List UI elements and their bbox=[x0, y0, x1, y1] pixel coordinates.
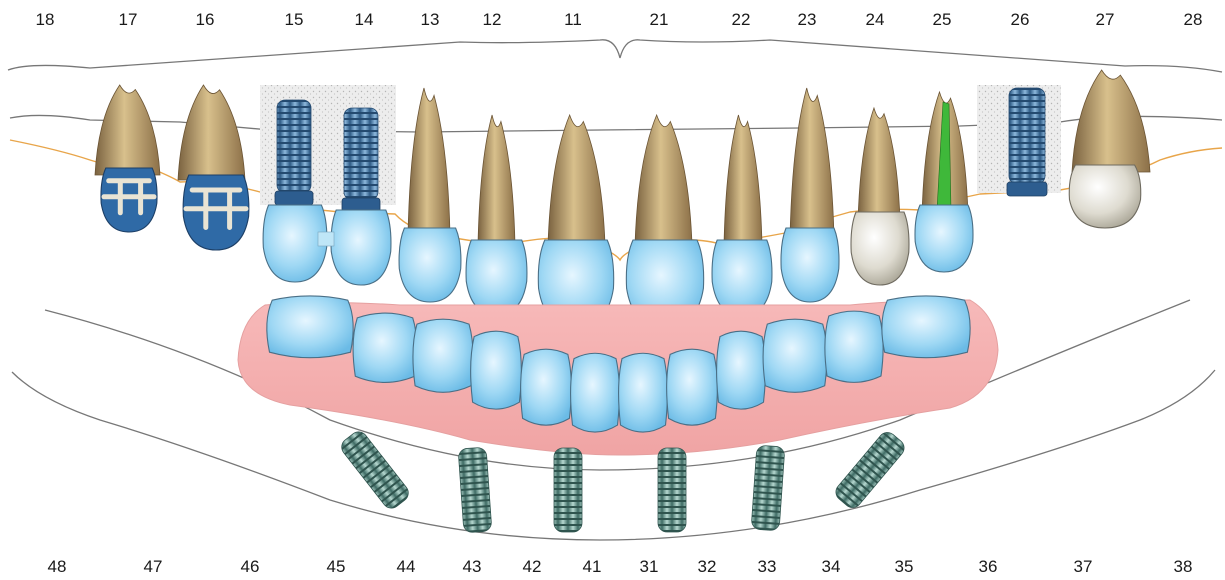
upper-tooth-number-22[interactable]: 22 bbox=[732, 10, 751, 29]
lower-tooth-number-41[interactable]: 41 bbox=[583, 557, 602, 576]
lower-tooth-number-38[interactable]: 38 bbox=[1174, 557, 1193, 576]
upper-tooth-number-26[interactable]: 26 bbox=[1011, 10, 1030, 29]
crown-13 bbox=[399, 228, 461, 302]
tooth-24[interactable] bbox=[851, 108, 909, 285]
implant-14 bbox=[344, 108, 378, 200]
lower-tooth-number-48[interactable]: 48 bbox=[48, 557, 67, 576]
lower-implant-5 bbox=[751, 445, 785, 531]
crown-24 bbox=[851, 212, 909, 285]
lower-tooth-number-37[interactable]: 37 bbox=[1074, 557, 1093, 576]
upper-tooth-number-11[interactable]: 11 bbox=[564, 10, 582, 29]
upper-tooth-number-12[interactable]: 12 bbox=[483, 10, 502, 29]
root-21 bbox=[635, 115, 692, 245]
lower-prosthesis-tooth-9 bbox=[717, 331, 766, 409]
lower-implant-3 bbox=[554, 448, 582, 532]
root-22 bbox=[724, 115, 762, 245]
lower-tooth-number-32[interactable]: 32 bbox=[698, 557, 717, 576]
upper-tooth-number-16[interactable]: 16 bbox=[196, 10, 215, 29]
crown-23 bbox=[781, 228, 839, 302]
crown-12 bbox=[466, 240, 527, 315]
crown-15 bbox=[263, 205, 327, 282]
crown-25 bbox=[915, 205, 973, 272]
lower-implant-1 bbox=[338, 428, 412, 511]
lower-tooth-number-33[interactable]: 33 bbox=[758, 557, 777, 576]
bridge-connector-15-14 bbox=[318, 232, 334, 246]
lower-tooth-number-46[interactable]: 46 bbox=[241, 557, 260, 576]
lower-implant-4 bbox=[658, 448, 686, 532]
lower-prosthesis-tooth-4 bbox=[471, 331, 522, 409]
lower-tooth-number-36[interactable]: 36 bbox=[979, 557, 998, 576]
root-27 bbox=[1072, 70, 1150, 172]
upper-tooth-number-24[interactable]: 24 bbox=[866, 10, 885, 29]
upper-tooth-number-25[interactable]: 25 bbox=[933, 10, 952, 29]
lower-prosthesis-tooth-1 bbox=[267, 296, 353, 358]
tooth-22[interactable] bbox=[712, 115, 772, 316]
root-13 bbox=[408, 88, 450, 235]
root-11 bbox=[548, 115, 605, 245]
upper-tooth-number-23[interactable]: 23 bbox=[798, 10, 817, 29]
root-24 bbox=[858, 108, 900, 222]
lower-tooth-number-34[interactable]: 34 bbox=[822, 557, 841, 576]
root-12 bbox=[478, 115, 515, 245]
lower-prosthesis-tooth-12 bbox=[882, 296, 970, 358]
lower-tooth-number-47[interactable]: 47 bbox=[144, 557, 163, 576]
tooth-23[interactable] bbox=[781, 88, 839, 302]
root-17 bbox=[95, 85, 160, 175]
crown-16 bbox=[183, 175, 249, 250]
tooth-17[interactable] bbox=[95, 85, 160, 232]
lower-tooth-number-44[interactable]: 44 bbox=[397, 557, 416, 576]
implant-26 bbox=[1009, 88, 1045, 184]
lower-implant-6 bbox=[832, 429, 907, 511]
upper-tooth-number-18[interactable]: 18 bbox=[36, 10, 55, 29]
lower-prosthesis-tooth-5 bbox=[521, 349, 572, 425]
implant-abutment-15 bbox=[275, 191, 313, 205]
upper-tooth-number-28[interactable]: 28 bbox=[1184, 10, 1203, 29]
lower-prosthesis-tooth-2 bbox=[353, 313, 417, 382]
implant-abutment-26 bbox=[1007, 182, 1047, 196]
lower-prosthesis-tooth-7 bbox=[619, 353, 668, 432]
upper-tooth-number-27[interactable]: 27 bbox=[1096, 10, 1115, 29]
lower-prosthesis-tooth-8 bbox=[667, 349, 718, 425]
tooth-27[interactable] bbox=[1069, 70, 1150, 228]
upper-tooth-number-14[interactable]: 14 bbox=[355, 10, 374, 29]
lower-prosthesis-tooth-10 bbox=[763, 319, 827, 392]
lower-prosthesis-tooth-3 bbox=[413, 319, 473, 392]
upper-tooth-number-17[interactable]: 17 bbox=[119, 10, 138, 29]
lower-prosthesis-tooth-6 bbox=[571, 353, 620, 432]
upper-tooth-number-21[interactable]: 21 bbox=[650, 10, 669, 29]
root-23 bbox=[790, 88, 834, 238]
lower-tooth-number-43[interactable]: 43 bbox=[463, 557, 482, 576]
lower-tooth-number-31[interactable]: 31 bbox=[640, 557, 659, 576]
lower-tooth-number-35[interactable]: 35 bbox=[895, 557, 914, 576]
tooth-21[interactable] bbox=[626, 115, 703, 328]
tooth-11[interactable] bbox=[538, 115, 613, 328]
tooth-26[interactable] bbox=[1007, 88, 1047, 196]
implant-15 bbox=[277, 100, 311, 193]
lower-tooth-number-45[interactable]: 45 bbox=[327, 557, 346, 576]
lower-prosthesis-tooth-11 bbox=[825, 311, 883, 382]
tooth-13[interactable] bbox=[399, 88, 461, 302]
tooth-16[interactable] bbox=[178, 85, 249, 250]
upper-tooth-number-13[interactable]: 13 bbox=[421, 10, 440, 29]
upper-tooth-number-15[interactable]: 15 bbox=[285, 10, 304, 29]
root-16 bbox=[178, 85, 245, 180]
crown-14 bbox=[331, 210, 391, 285]
crown-27 bbox=[1069, 165, 1141, 228]
tooth-25[interactable] bbox=[915, 92, 973, 272]
lower-tooth-number-42[interactable]: 42 bbox=[523, 557, 542, 576]
lower-implant-2 bbox=[458, 447, 492, 533]
crown-17 bbox=[101, 168, 157, 232]
tooth-12[interactable] bbox=[466, 115, 527, 315]
